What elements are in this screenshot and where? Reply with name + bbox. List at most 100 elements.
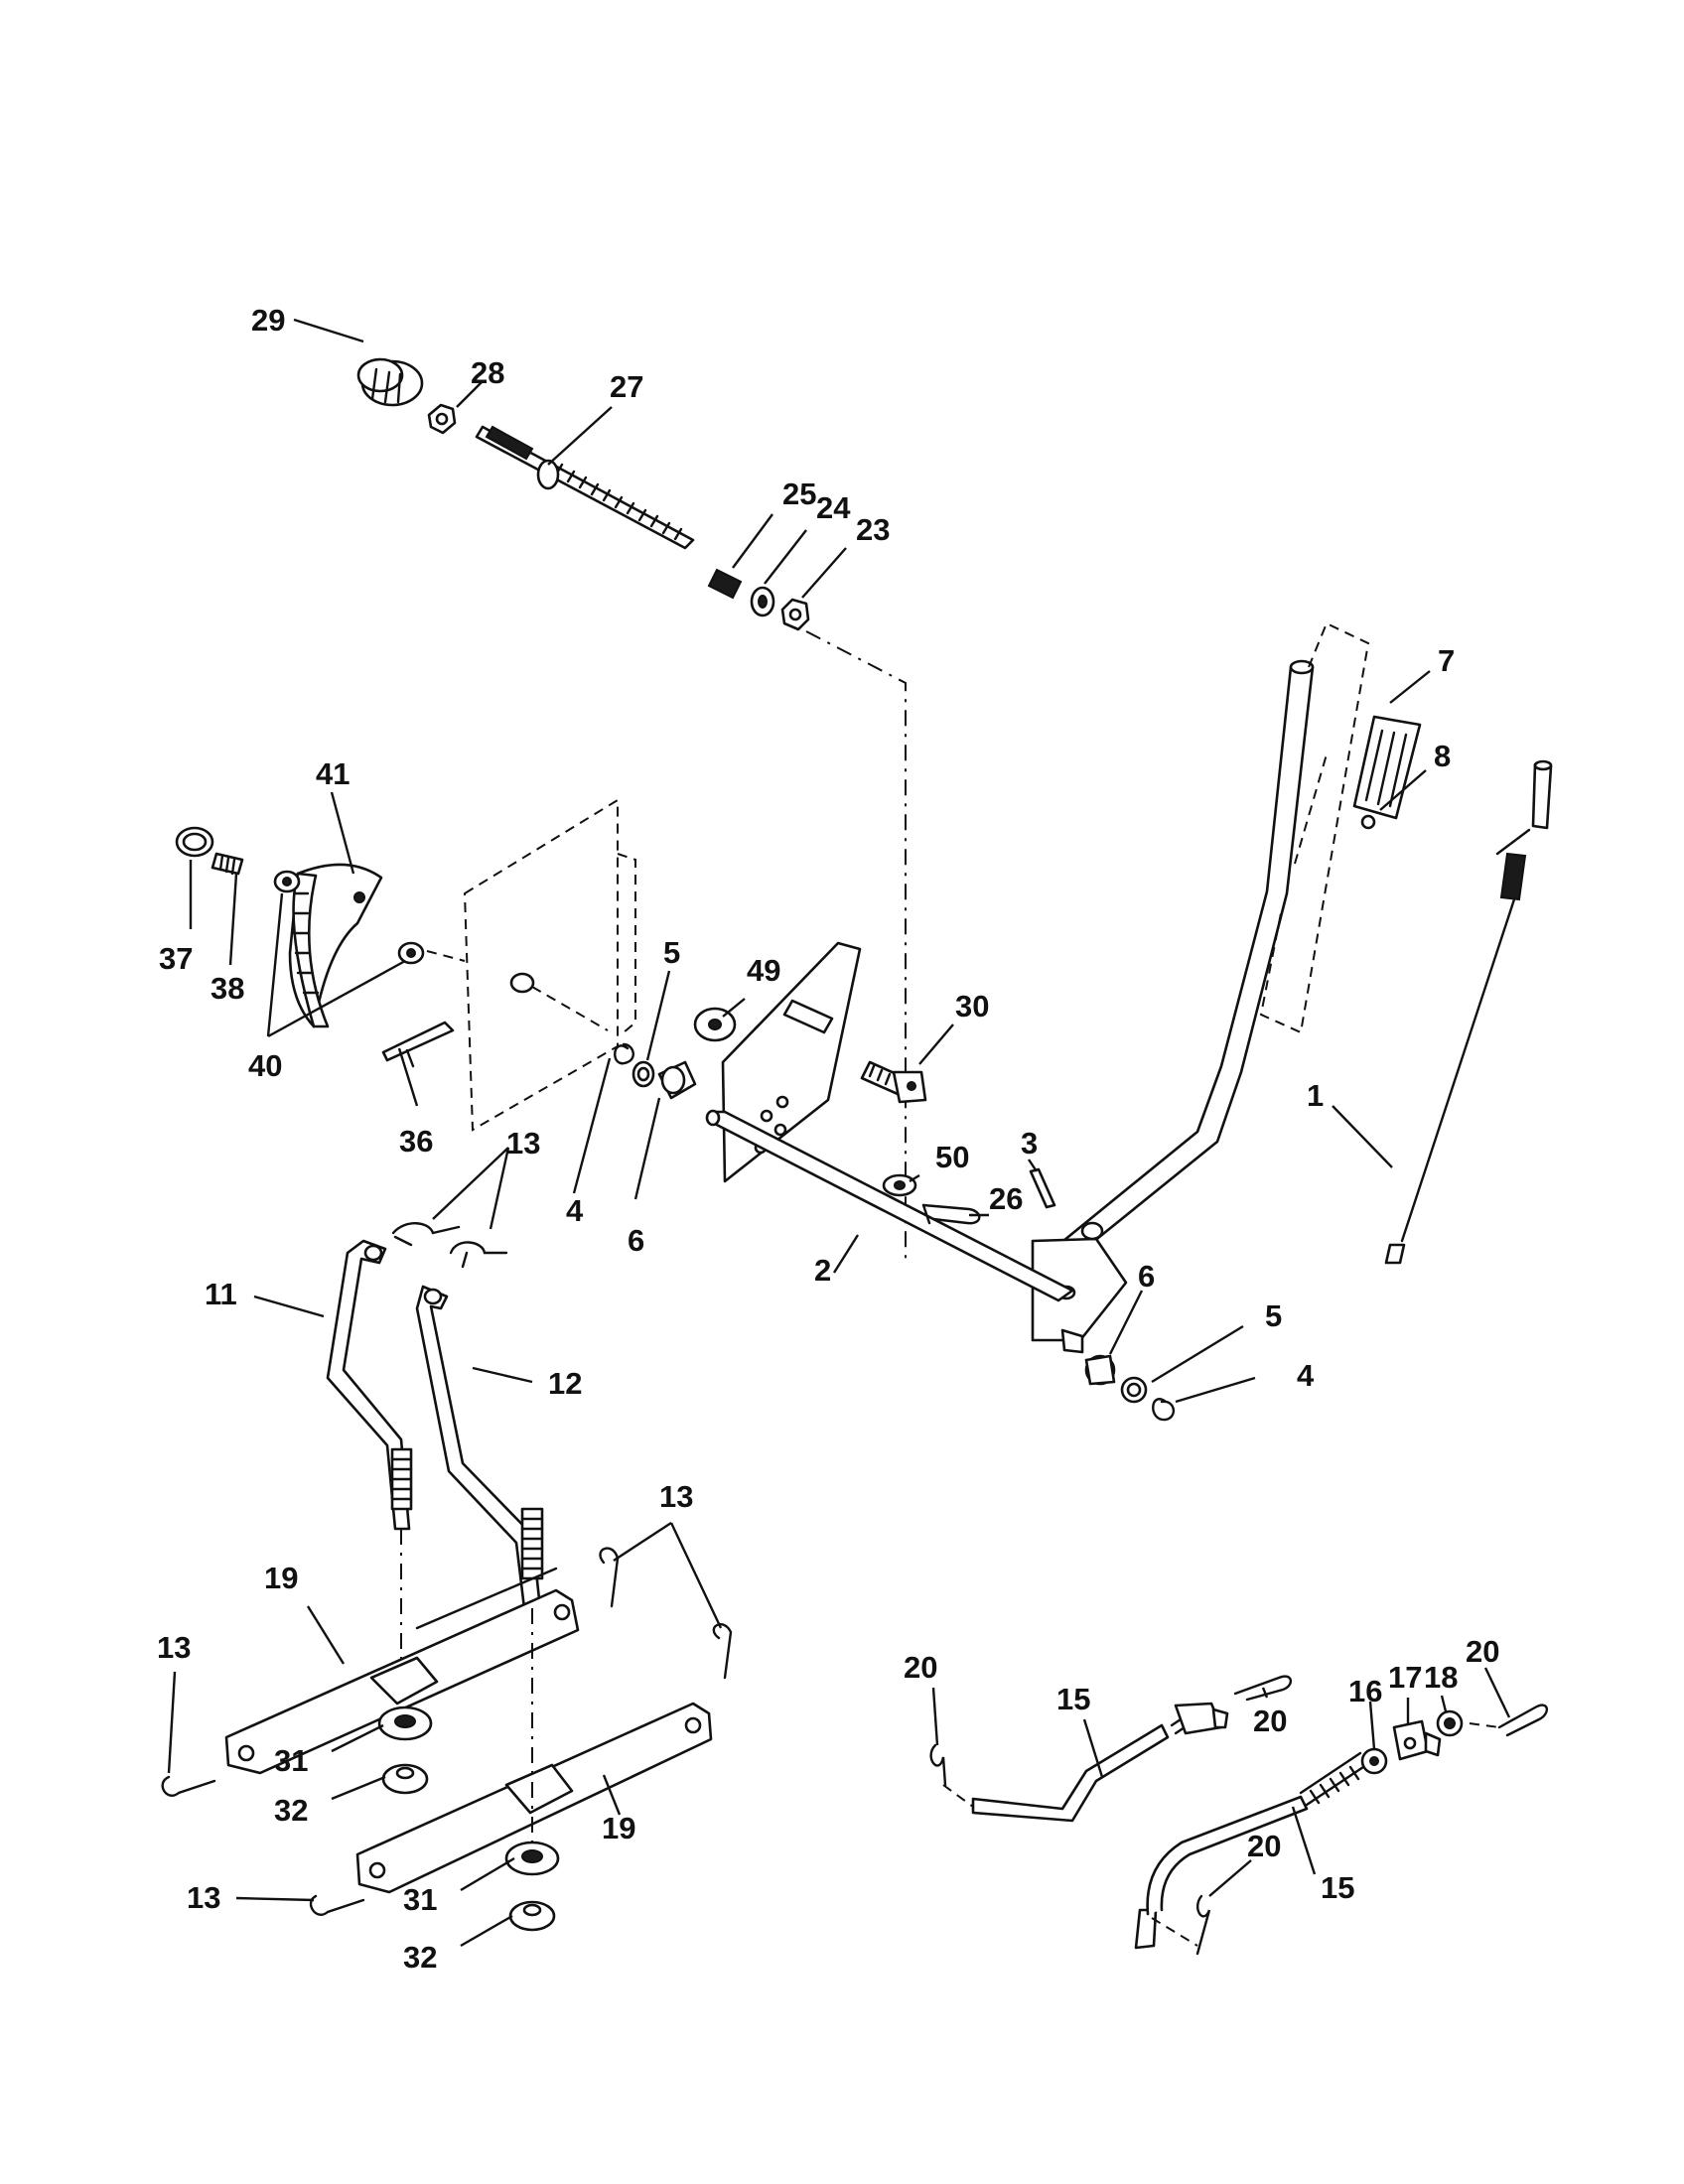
washer-49 [693, 1007, 737, 1042]
callout-6-upper: 6 [628, 1223, 644, 1258]
pin-13-d [712, 1623, 733, 1680]
callout-15-lower: 15 [1321, 1870, 1354, 1905]
callout-29: 29 [251, 303, 285, 338]
nut-32-a [381, 1763, 429, 1795]
handle-grip-guide [1259, 621, 1370, 1034]
ring-37 [175, 826, 214, 858]
callout-3: 3 [1021, 1126, 1038, 1160]
callout-13-mid: 13 [659, 1479, 693, 1514]
nut-18 [1436, 1709, 1464, 1737]
block-17 [1392, 1719, 1442, 1761]
callout-25: 25 [782, 477, 816, 511]
threaded-rod-27 [475, 425, 695, 550]
callout-49: 49 [747, 953, 780, 988]
callout-36: 36 [399, 1124, 433, 1159]
bushing-31-b [504, 1841, 560, 1876]
nut-32-b [508, 1900, 556, 1932]
bushing-frame [509, 972, 535, 994]
leader-lines [167, 318, 1511, 1948]
pin-13-c [599, 1547, 620, 1608]
callout-40: 40 [248, 1048, 282, 1083]
callout-13-bottom: 13 [187, 1880, 220, 1915]
callout-30: 30 [955, 989, 989, 1024]
washer-50 [882, 1173, 917, 1197]
callout-16: 16 [1348, 1674, 1382, 1708]
nut-23 [780, 598, 810, 631]
callout-17: 17 [1388, 1660, 1422, 1695]
callout-2: 2 [814, 1253, 831, 1288]
callout-23: 23 [856, 512, 890, 547]
callout-1: 1 [1307, 1078, 1324, 1113]
callout-37: 37 [159, 941, 193, 976]
ball-8 [1360, 814, 1376, 830]
callout-18: 18 [1424, 1660, 1458, 1695]
clip-26 [921, 1203, 981, 1225]
callout-41: 41 [316, 756, 350, 791]
callout-20-d: 20 [1247, 1829, 1281, 1863]
callout-7: 7 [1438, 643, 1455, 678]
callout-5-upper: 5 [663, 935, 680, 970]
callout-20-c: 20 [1466, 1634, 1499, 1669]
centerline-adjuster [805, 630, 907, 1261]
callout-11: 11 [205, 1277, 237, 1311]
washer-24 [750, 586, 775, 617]
bushing-6b [1084, 1354, 1116, 1386]
pin-20-a [929, 1743, 947, 1787]
callout-19-lower: 19 [602, 1811, 635, 1845]
clip-4b [1152, 1398, 1175, 1422]
callout-4-upper: 4 [566, 1193, 584, 1228]
pin-13-e [161, 1775, 216, 1797]
pivot-30 [860, 1060, 927, 1104]
draft-rod-15-b [1134, 1751, 1368, 1950]
link-12 [415, 1285, 544, 1610]
knob-41 [288, 863, 383, 1028]
knob-29 [356, 357, 424, 407]
callout-28: 28 [471, 355, 504, 390]
centerline-knob [426, 950, 609, 1031]
callout-5-lower: 5 [1265, 1298, 1282, 1333]
pin-20-d [1195, 1894, 1211, 1956]
shaft-2 [705, 1109, 1084, 1354]
callout-31-upper: 31 [274, 1743, 308, 1778]
callout-24: 24 [816, 490, 851, 525]
pin-13-a [391, 1222, 461, 1247]
washer-5 [632, 1060, 655, 1088]
callout-50: 50 [935, 1140, 969, 1174]
nut-28 [427, 403, 457, 435]
callout-38: 38 [210, 971, 244, 1006]
callout-12: 12 [548, 1366, 582, 1401]
centerline-rod-a [942, 1784, 974, 1808]
draft-rod-15-a [971, 1702, 1229, 1823]
bushing-31-a [377, 1706, 433, 1741]
callout-19-upper: 19 [264, 1561, 298, 1595]
centerline-rod-c [1469, 1722, 1500, 1728]
lift-arm-19-b [355, 1702, 713, 1894]
clip-5 [614, 1042, 634, 1065]
callout-4-lower: 4 [1297, 1358, 1315, 1393]
callout-6-lower: 6 [1138, 1259, 1155, 1294]
callout-31-lower: 31 [403, 1882, 437, 1917]
centerline-rod-b [1151, 1917, 1198, 1947]
callout-13-left: 13 [157, 1630, 191, 1665]
pin-20-c [1497, 1704, 1548, 1737]
callout-27: 27 [610, 369, 643, 404]
callout-15-upper: 15 [1056, 1682, 1090, 1716]
callout-13-top: 13 [506, 1126, 540, 1160]
link-11 [326, 1239, 413, 1531]
washer-40-b [397, 941, 425, 965]
callout-32-upper: 32 [274, 1793, 308, 1828]
grip-7 [1352, 715, 1422, 820]
callout-8: 8 [1434, 739, 1451, 773]
spring-25 [707, 568, 743, 600]
washer-5b [1120, 1376, 1148, 1404]
bolt-38 [210, 852, 244, 876]
cable-1 [1384, 759, 1553, 1265]
washer-40-a [273, 870, 301, 893]
nut-16 [1360, 1747, 1388, 1775]
bushing-6 [657, 1060, 697, 1100]
callout-20-b: 20 [1253, 1704, 1287, 1738]
lift-arm-19-a [224, 1567, 580, 1775]
pin-3 [1029, 1167, 1056, 1209]
lift-handle [1031, 659, 1315, 1342]
